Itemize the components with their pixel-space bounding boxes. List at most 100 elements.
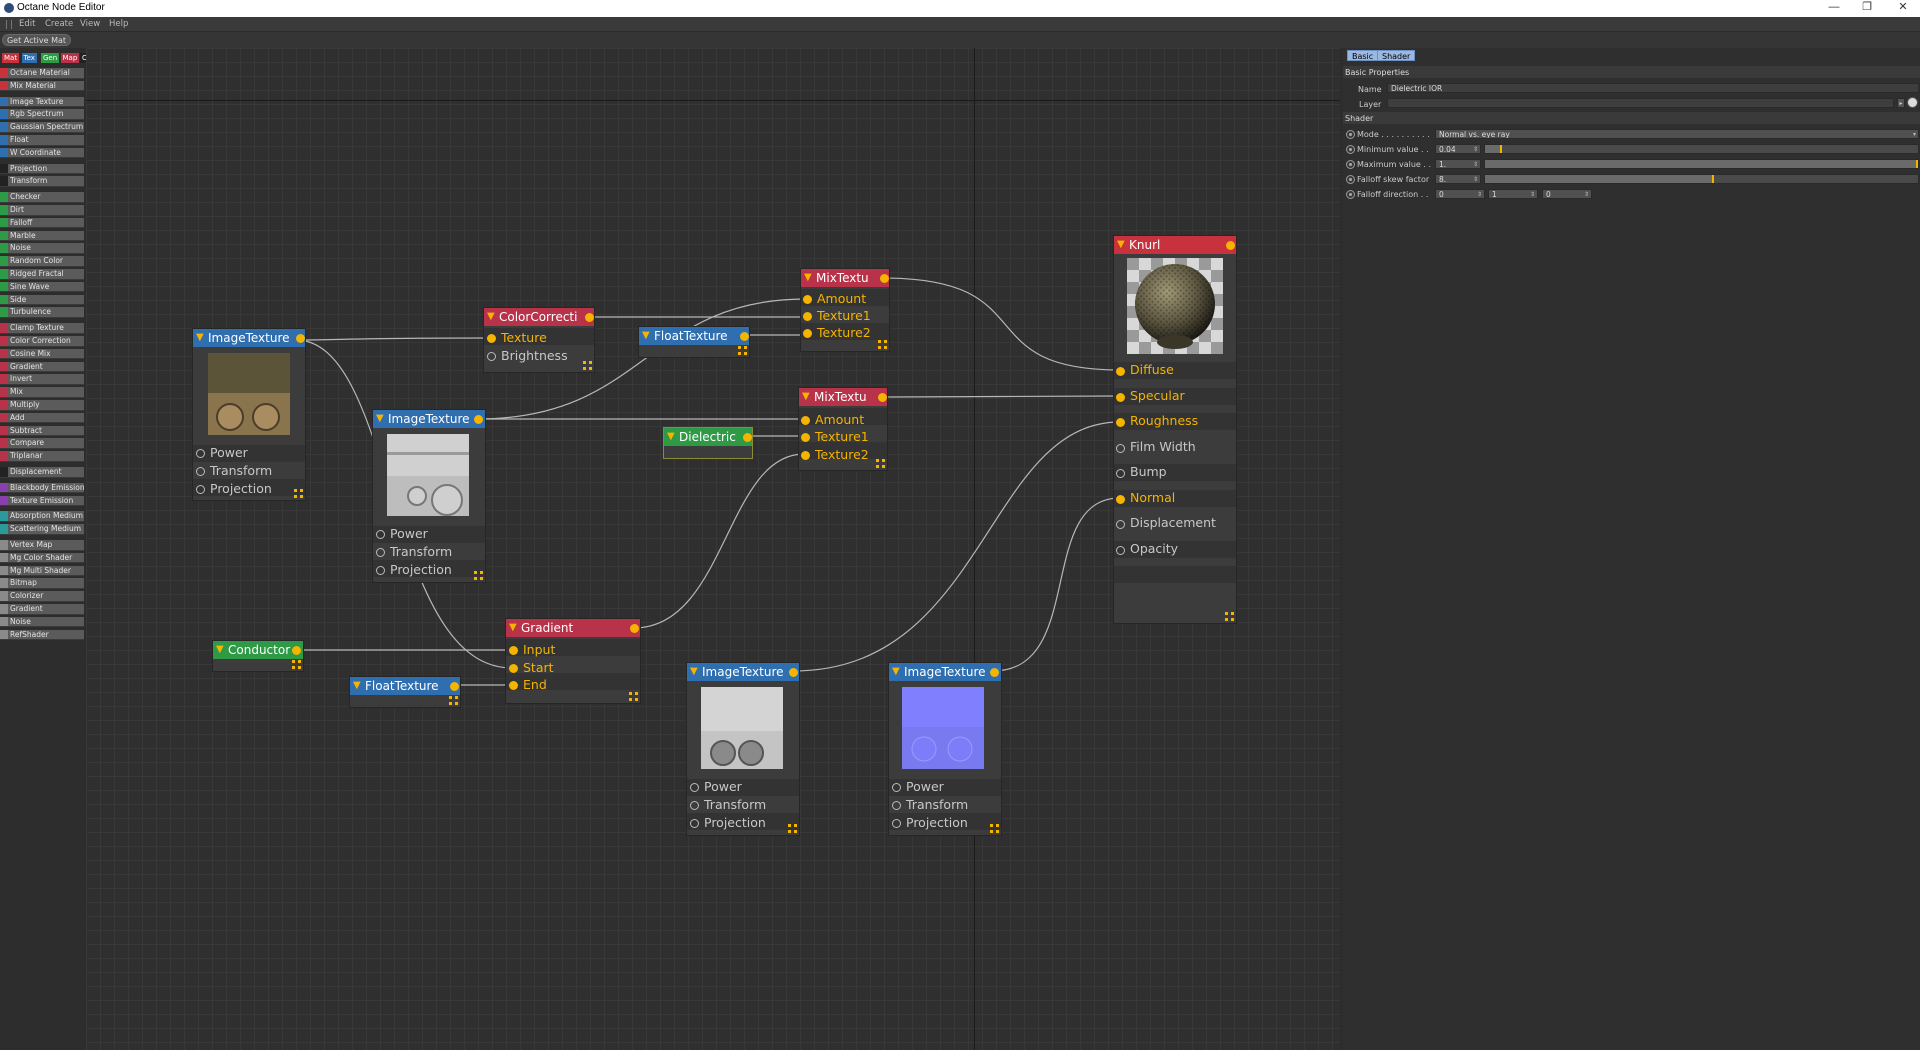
node-list-item-rgb-spectrum[interactable]: Rgb Spectrum [0,109,84,120]
specular-port[interactable] [1116,393,1125,402]
node-list-item-w-coordinate[interactable]: W Coordinate [0,147,84,159]
node-list-item-colorizer[interactable]: Colorizer [0,591,84,602]
node-list-item-color-correction[interactable]: Color Correction [0,336,84,347]
bump-port[interactable] [1116,469,1125,478]
minimum-value-slider[interactable] [1484,144,1919,154]
power-port[interactable] [892,783,901,792]
tab-basic[interactable]: Basic [1347,50,1379,61]
node-list-item-texture-emission[interactable]: Texture Emission [0,495,84,507]
get-active-mat-button[interactable]: Get Active Mat [2,34,71,46]
menu-create[interactable]: Create [45,19,74,29]
menu-edit[interactable]: Edit [19,19,36,29]
node-list-item-blackbody-emission[interactable]: Blackbody Emission [0,482,84,494]
falloff-skew-slider[interactable] [1484,174,1919,184]
node-list-item-refshader[interactable]: RefShader [0,629,84,641]
resize-handle-icon[interactable] [629,692,638,701]
node-list-item-compare[interactable]: Compare [0,438,84,449]
node-list-item-transform[interactable]: Transform [0,176,84,187]
collapse-arrow-icon[interactable]: ▼ [509,622,517,633]
node-list-item-mg-color-shader[interactable]: Mg Color Shader [0,552,84,564]
opacity-port[interactable] [1116,546,1125,555]
spinner-icon[interactable]: ⇕ [1583,191,1589,198]
minimum-value-field[interactable]: 0.04 ⇕ [1435,144,1481,154]
minimum-value-anim-icon[interactable] [1346,145,1355,154]
node-list-item-projection[interactable]: Projection [0,163,84,175]
texture1-port[interactable] [803,312,812,321]
node-conductor[interactable]: ▼Conductor [212,640,304,672]
falloff-direction-y-field[interactable]: 1 ⇕ [1488,189,1538,199]
collapse-arrow-icon[interactable]: ▼ [802,391,810,402]
output-port[interactable] [740,332,749,341]
output-port[interactable] [880,274,889,283]
power-port[interactable] [690,783,699,792]
node-list-item-subtract[interactable]: Subtract [0,425,84,437]
collapse-arrow-icon[interactable]: ▼ [642,330,650,341]
node-list-item-cosine-mix[interactable]: Cosine Mix [0,348,84,360]
start-port[interactable] [509,664,518,673]
collapse-arrow-icon[interactable]: ▼ [216,644,224,655]
tab-shader[interactable]: Shader [1377,50,1416,61]
falloff-skew-anim-icon[interactable] [1346,175,1355,184]
collapse-arrow-icon[interactable]: ▼ [376,413,384,424]
spinner-icon[interactable]: ⇕ [1472,161,1478,168]
mode-anim-icon[interactable] [1346,130,1355,139]
menu-help[interactable]: Help [109,19,129,29]
layer-picker-icon[interactable] [1907,97,1918,108]
node-dielectric[interactable]: ▼Dielectric [663,427,753,459]
output-port[interactable] [878,393,887,402]
canvas-divider-vertical[interactable] [974,48,975,1050]
maximum-value-slider[interactable] [1484,159,1919,169]
category-tab-gen[interactable]: Gen [41,53,60,63]
output-port[interactable] [630,624,639,633]
texture2-port[interactable] [803,329,812,338]
name-field[interactable]: Dielectric IOR [1387,83,1919,93]
node-float-texture-2[interactable]: ▼FloatTexture [349,676,461,708]
node-list-item-falloff[interactable]: Falloff [0,217,84,229]
spinner-icon[interactable]: ⇕ [1476,191,1482,198]
node-color-correction[interactable]: ▼ColorCorrecti Texture Brightness [483,307,595,373]
normal-port[interactable] [1116,495,1125,504]
node-list-item-noise[interactable]: Noise [0,243,84,254]
collapse-arrow-icon[interactable]: ▼ [892,666,900,677]
node-list-item-random-color[interactable]: Random Color [0,256,84,267]
end-port[interactable] [509,681,518,690]
brightness-port[interactable] [487,352,496,361]
node-list-item-sine-wave[interactable]: Sine Wave [0,281,84,293]
output-port[interactable] [990,668,999,677]
input-port[interactable] [509,646,518,655]
node-list-item-checker[interactable]: Checker [0,192,84,203]
node-list-item-displacement[interactable]: Displacement [0,467,84,478]
output-port[interactable] [743,433,752,442]
node-list-item-side[interactable]: Side [0,294,84,306]
mode-dropdown[interactable]: Normal vs. eye ray ▾ [1435,129,1919,139]
output-port[interactable] [789,668,798,677]
roughness-port[interactable] [1116,418,1125,427]
node-image-texture-4[interactable]: ▼ImageTexture Power Transform Projection [888,662,1002,836]
output-port[interactable] [296,334,305,343]
node-mix-texture-1[interactable]: ▼MixTextu Amount Texture1 Texture2 [800,268,890,352]
node-image-texture-2[interactable]: ▼ImageTexture Power Transform Projection [372,409,486,583]
node-list-item-bitmap[interactable]: Bitmap [0,578,84,589]
spinner-icon[interactable]: ⇕ [1472,146,1478,153]
resize-handle-icon[interactable] [738,346,747,355]
falloff-direction-anim-icon[interactable] [1346,190,1355,199]
node-float-texture-1[interactable]: ▼FloatTexture [638,326,750,358]
maximum-value-anim-icon[interactable] [1346,160,1355,169]
minimize-button[interactable]: — [1828,1,1840,13]
node-list-item-scattering-medium[interactable]: Scattering Medium [0,524,84,535]
node-image-texture-1[interactable]: ▼ImageTexture Power Transform Projection [192,328,306,501]
texture-port[interactable] [487,334,496,343]
close-button[interactable]: ✕ [1898,1,1908,13]
output-port[interactable] [450,682,459,691]
collapse-arrow-icon[interactable]: ▼ [487,311,495,322]
category-tab-mat[interactable]: Mat [2,53,20,63]
resize-handle-icon[interactable] [474,571,483,580]
transform-port[interactable] [196,467,205,476]
resize-handle-icon[interactable] [876,459,885,468]
amount-port[interactable] [801,416,810,425]
diffuse-port[interactable] [1116,367,1125,376]
projection-port[interactable] [690,819,699,828]
node-list-item-noise[interactable]: Noise [0,616,84,628]
node-list-item-image-texture[interactable]: Image Texture [0,96,84,108]
category-tab-map[interactable]: Map [60,53,80,63]
